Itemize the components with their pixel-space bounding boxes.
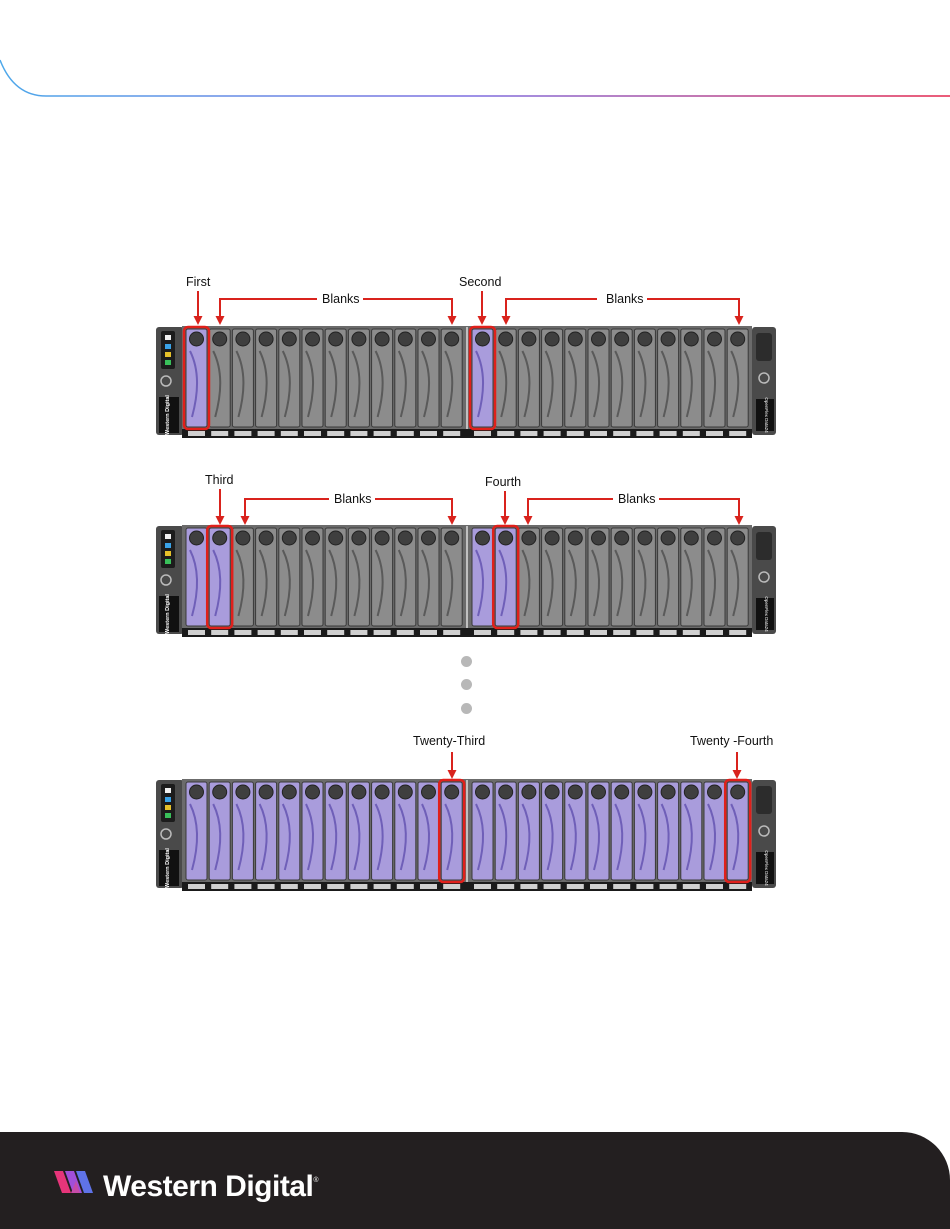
- latch-button-icon: [398, 785, 412, 799]
- slot-number-tick: [520, 884, 537, 889]
- latch-button-icon: [422, 785, 436, 799]
- slot-number-tick: [397, 884, 414, 889]
- slot-number-tick: [443, 884, 460, 889]
- drive-slot-installed: [588, 782, 609, 889]
- slot-number-tick: [350, 884, 367, 889]
- latch-button-icon: [545, 785, 559, 799]
- slot-number-tick: [613, 884, 630, 889]
- drive-slot-installed: [611, 782, 632, 889]
- latch-button-icon: [236, 785, 250, 799]
- footer-brand-text: Western Digital: [103, 1170, 313, 1203]
- slot-number-tick: [590, 884, 607, 889]
- drive-slot-installed: [372, 782, 393, 889]
- drive-slot-installed: [279, 782, 300, 889]
- drive-slot-installed: [348, 782, 369, 889]
- slot-number-tick: [374, 884, 391, 889]
- drive-slot-installed: [681, 782, 702, 889]
- drive-slot-installed: [395, 782, 416, 889]
- latch-button-icon: [661, 785, 675, 799]
- drive-slot-installed: [325, 782, 346, 889]
- drive-slot-installed: [418, 782, 439, 889]
- brand-text: Western Digital: [165, 848, 171, 888]
- latch-button-icon: [213, 785, 227, 799]
- latch-button-icon: [568, 785, 582, 799]
- slot-number-tick: [474, 884, 491, 889]
- status-led-blue: [165, 797, 171, 802]
- status-led-yellow: [165, 805, 171, 810]
- drive-slot-installed: [634, 782, 655, 889]
- slot-number-tick: [234, 884, 251, 889]
- drive-slot-installed: [565, 782, 586, 889]
- drive-slot-installed: [186, 782, 207, 889]
- slot-number-tick: [327, 884, 344, 889]
- page-footer: Western Digital®: [0, 1132, 950, 1229]
- slot-number-tick: [544, 884, 561, 889]
- slot-number-tick: [497, 884, 514, 889]
- drive-slot-installed: [704, 782, 725, 889]
- latch-button-icon: [615, 785, 629, 799]
- drive-slot-installed: [518, 782, 539, 889]
- footer-brand: Western Digital®: [103, 1163, 318, 1205]
- western-digital-logo-icon: [54, 1169, 98, 1195]
- slot-number-tick: [729, 884, 746, 889]
- drive-slot-installed: [495, 782, 516, 889]
- trademark-symbol: ®: [313, 1177, 318, 1184]
- latch-button-icon: [445, 785, 459, 799]
- latch-button-icon: [259, 785, 273, 799]
- slot-number-tick: [281, 884, 298, 889]
- latch-button-icon: [499, 785, 513, 799]
- latch-button-icon: [190, 785, 204, 799]
- slot-number-tick: [660, 884, 677, 889]
- latch-button-icon: [282, 785, 296, 799]
- drive-slot-installed: [441, 782, 462, 889]
- slot-number-tick: [211, 884, 228, 889]
- latch-button-icon: [522, 785, 536, 799]
- model-text: OpenFlex Data24: [764, 850, 769, 886]
- latch-button-icon: [352, 785, 366, 799]
- drive-slot-installed: [727, 782, 748, 889]
- latch-button-icon: [638, 785, 652, 799]
- slot-number-tick: [567, 884, 584, 889]
- slot-number-tick: [706, 884, 723, 889]
- slot-number-tick: [258, 884, 275, 889]
- latch-button-icon: [684, 785, 698, 799]
- latch-button-icon: [592, 785, 606, 799]
- slot-number-tick: [420, 884, 437, 889]
- drive-slot-installed: [302, 782, 323, 889]
- slot-number-tick: [304, 884, 321, 889]
- slot-number-tick: [188, 884, 205, 889]
- latch-button-icon: [708, 785, 722, 799]
- slot-number-tick: [636, 884, 653, 889]
- status-led-green: [165, 813, 171, 818]
- slot-number-tick: [683, 884, 700, 889]
- drive-slot-installed: [542, 782, 563, 889]
- drive-slot-installed: [209, 782, 230, 889]
- drive-slot-installed: [232, 782, 253, 889]
- latch-button-icon: [375, 785, 389, 799]
- drive-slot-installed: [472, 782, 493, 889]
- power-led: [165, 788, 171, 793]
- drive-slot-installed: [658, 782, 679, 889]
- right-handle: [756, 786, 772, 814]
- latch-button-icon: [476, 785, 490, 799]
- latch-button-icon: [329, 785, 343, 799]
- latch-button-icon: [306, 785, 320, 799]
- server-chassis: Western Digital OpenFlex Data24: [150, 778, 780, 893]
- latch-button-icon: [731, 785, 745, 799]
- drive-slot-installed: [256, 782, 277, 889]
